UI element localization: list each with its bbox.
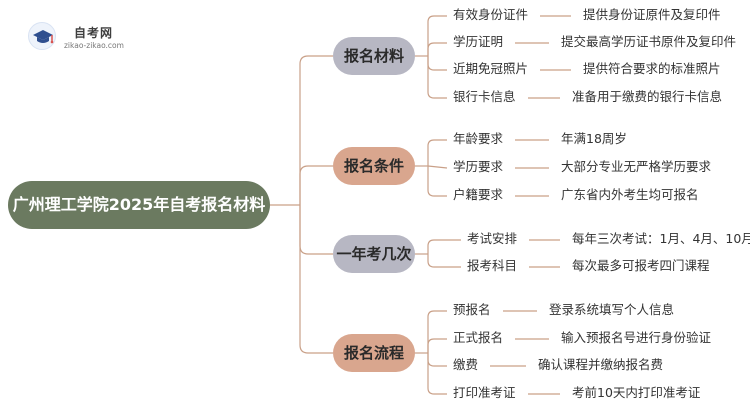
logo[interactable]: 自考网 zikao-zikao.com: [28, 22, 148, 52]
category-node: 报名条件: [333, 147, 415, 185]
branch-connector: [299, 165, 333, 205]
item-connector: [427, 165, 448, 169]
item-description: 每年三次考试：1月、4月、10月: [572, 231, 750, 246]
item-connector: [427, 56, 447, 71]
item-label: 正式报名: [453, 330, 504, 345]
item-description: 提供符合要求的标准照片: [583, 61, 721, 76]
item-description: 每次最多可报考四门课程: [572, 258, 710, 273]
item-description: 广东省内外考生均可报名: [561, 187, 699, 202]
branch-connector: [299, 55, 333, 205]
item-label: 报考科目: [467, 258, 518, 273]
item-label: 缴费: [453, 357, 479, 372]
item-connector: [427, 254, 461, 268]
item-description: 提供身份证原件及复印件: [583, 7, 721, 22]
item-connector: [427, 310, 447, 353]
branch-connector: [299, 205, 333, 354]
branch-connector: [299, 205, 333, 255]
root-node: 广州理工学院2025年自考报名材料: [8, 181, 270, 229]
logo-url: zikao-zikao.com: [64, 41, 124, 50]
item-connector: [427, 139, 447, 166]
item-description: 年满18周岁: [561, 131, 627, 146]
item-connector: [427, 42, 447, 56]
item-label: 近期免冠照片: [453, 61, 529, 76]
item-description: 准备用于缴费的银行卡信息: [572, 89, 723, 104]
item-label: 学历证明: [453, 34, 504, 49]
item-connector: [427, 166, 447, 197]
item-connector: [427, 239, 461, 254]
item-connector: [427, 338, 447, 353]
item-label: 考试安排: [467, 231, 518, 246]
item-label: 年龄要求: [453, 131, 504, 146]
item-connector: [427, 353, 447, 395]
item-label: 户籍要求: [453, 187, 504, 202]
item-label: 预报名: [453, 302, 491, 317]
item-connector: [427, 353, 447, 367]
item-description: 提交最高学历证书原件及复印件: [561, 34, 737, 49]
logo-title: 自考网: [74, 26, 114, 40]
item-label: 学历要求: [453, 159, 504, 174]
item-label: 打印准考证: [453, 385, 516, 400]
item-description: 输入预报名号进行身份验证: [561, 330, 712, 345]
item-description: 确认课程并缴纳报名费: [538, 357, 664, 372]
item-label: 有效身份证件: [453, 7, 529, 22]
category-node: 报名材料: [333, 37, 415, 75]
item-description: 大部分专业无严格学历要求: [561, 159, 712, 174]
category-node: 报名流程: [333, 334, 415, 372]
item-connector: [427, 56, 447, 99]
item-description: 考前10天内打印准考证: [572, 385, 701, 400]
item-description: 登录系统填写个人信息: [549, 302, 675, 317]
item-connector: [427, 15, 447, 56]
item-label: 银行卡信息: [453, 89, 516, 104]
category-node: 一年考几次: [333, 235, 415, 273]
graduation-cap-icon: [28, 22, 56, 50]
